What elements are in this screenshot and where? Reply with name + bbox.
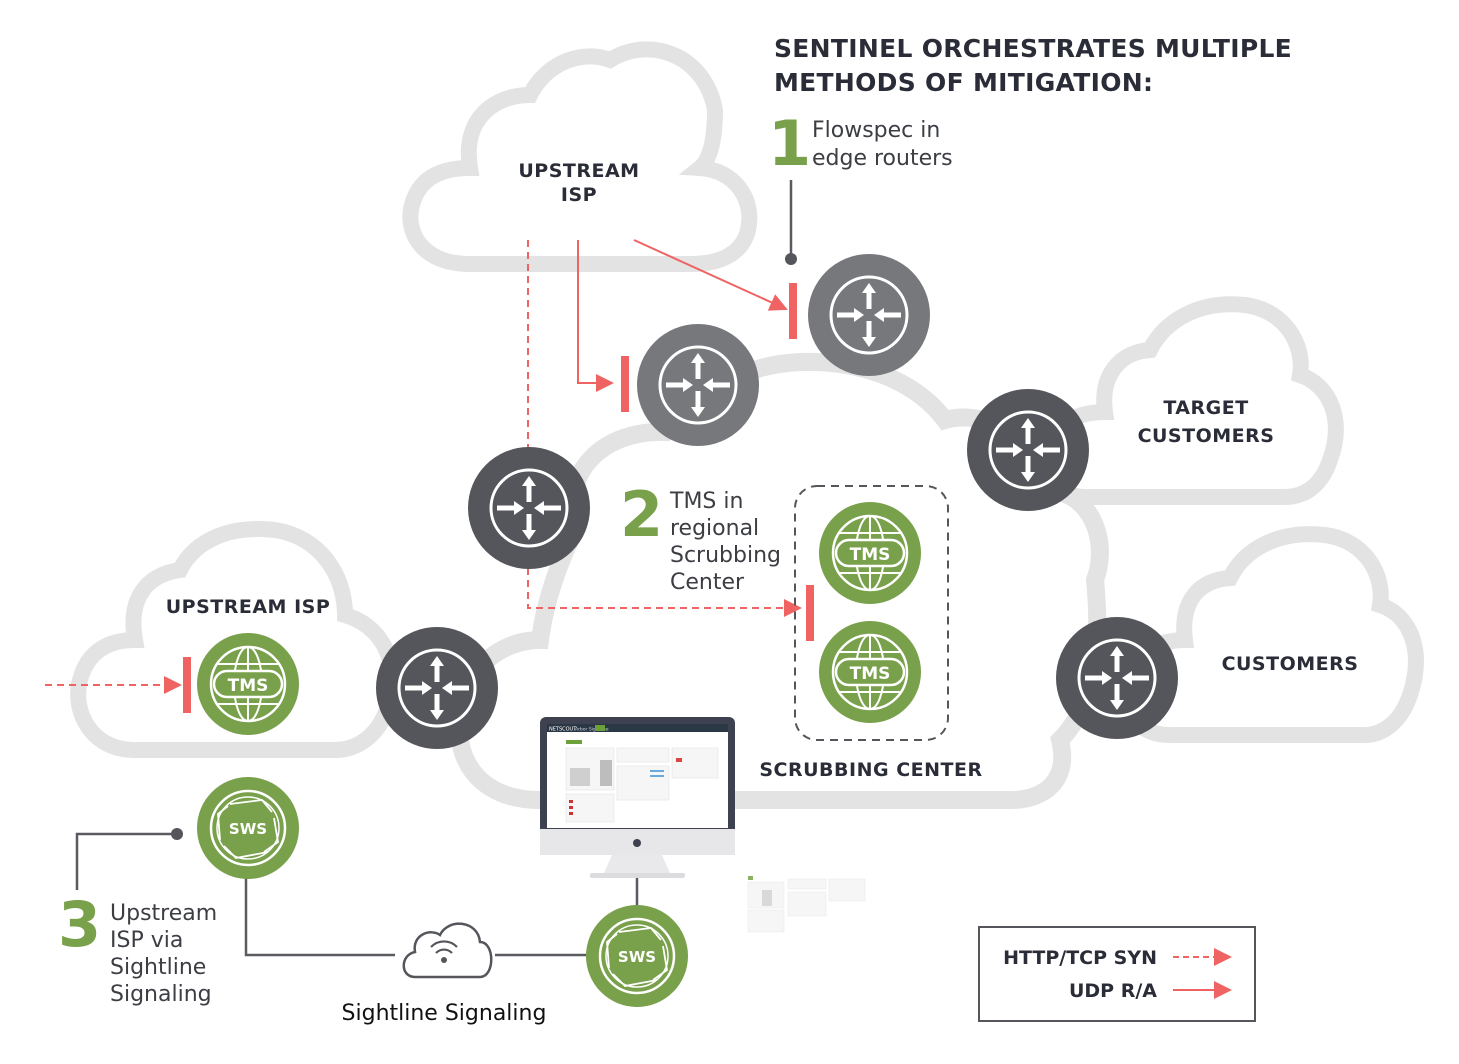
connector-dot-step-1 xyxy=(785,253,797,265)
monitor: NETSCOUT Arbor Sightline xyxy=(540,717,735,878)
step-3-number: 3 xyxy=(58,888,101,961)
step-2-number: 2 xyxy=(620,478,663,551)
step-2-line-1: TMS in xyxy=(669,489,743,514)
step-2-line-3: Scrubbing xyxy=(670,543,781,568)
router-edge-1[interactable] xyxy=(808,254,930,376)
tms-upstream[interactable]: TMS xyxy=(197,633,299,735)
sws-local[interactable]: SWS xyxy=(586,905,688,1007)
step-2-line-4: Center xyxy=(670,570,745,595)
cloud-label-target-customers-1: TARGET xyxy=(1163,397,1248,419)
scrubbing-center-label: SCRUBBING CENTER xyxy=(759,759,982,781)
page-title-line-2: METHODS OF MITIGATION: xyxy=(774,68,1153,97)
cloud-label-upstream-isp-top-2: ISP xyxy=(561,184,597,206)
connector-step-3 xyxy=(75,832,176,890)
step-3-line-4: Signaling xyxy=(110,982,212,1007)
step-3-line-2: ISP via xyxy=(110,928,183,953)
legend-label-udp: UDP R/A xyxy=(1069,980,1157,1002)
cloud-label-upstream-isp-left: UPSTREAM ISP xyxy=(166,596,331,618)
tms-label: TMS xyxy=(850,664,891,684)
legend-label-http-syn: HTTP/TCP SYN xyxy=(1003,947,1157,969)
sws-label: SWS xyxy=(618,948,656,966)
sws-upstream[interactable]: SWS xyxy=(197,777,299,879)
router-peering[interactable] xyxy=(468,447,590,569)
step-2-line-2: regional xyxy=(670,516,759,541)
cloud-label-target-customers-2: CUSTOMERS xyxy=(1138,425,1275,447)
step-3-line-3: Sightline xyxy=(110,955,206,980)
router-upstream-left[interactable] xyxy=(376,627,498,749)
page-title-line-1: SENTINEL ORCHESTRATES MULTIPLE xyxy=(774,34,1292,63)
block-bar-scrubbing-center xyxy=(806,585,814,641)
sightline-signaling-label: Sightline Signaling xyxy=(342,1001,547,1026)
step-1-line-2: edge routers xyxy=(812,146,953,171)
tms-label: TMS xyxy=(850,545,891,565)
block-bar-router-1 xyxy=(789,283,797,339)
step-3-line-1: Upstream xyxy=(110,901,217,926)
connector-sws-to-signal xyxy=(244,878,395,957)
router-target-customers[interactable] xyxy=(967,389,1089,511)
router-edge-2[interactable] xyxy=(637,324,759,446)
step-1-line-1: Flowspec in xyxy=(812,118,940,143)
dashboard-thumbnail xyxy=(747,876,866,933)
monitor-product: Arbor Sightline xyxy=(575,727,609,733)
legend: HTTP/TCP SYN UDP R/A xyxy=(978,926,1256,1022)
wifi-cloud-icon xyxy=(402,922,493,979)
attack-path-syn-to-scrubbing xyxy=(527,240,800,608)
cloud-label-customers: CUSTOMERS xyxy=(1222,653,1359,675)
cloud-label-upstream-isp-top-1: UPSTREAM xyxy=(518,160,639,182)
step-1-number: 1 xyxy=(768,107,811,180)
attack-path-udp-to-router-2 xyxy=(577,240,614,392)
tms-label: TMS xyxy=(228,676,269,696)
monitor-brand: NETSCOUT xyxy=(549,727,577,733)
block-bar-router-2 xyxy=(621,356,629,412)
attack-path-udp-to-router-1 xyxy=(633,239,788,311)
scrubbing-center-box xyxy=(794,485,949,741)
tms-scrubbing-1[interactable]: TMS xyxy=(819,502,921,604)
block-bar-upstream-tms xyxy=(183,657,191,713)
sws-label: SWS xyxy=(229,820,267,838)
tms-scrubbing-2[interactable]: TMS xyxy=(819,621,921,723)
connector-dot-step-3 xyxy=(171,828,183,840)
router-customers[interactable] xyxy=(1056,617,1178,739)
cloud-upstream-isp-top xyxy=(402,41,758,272)
